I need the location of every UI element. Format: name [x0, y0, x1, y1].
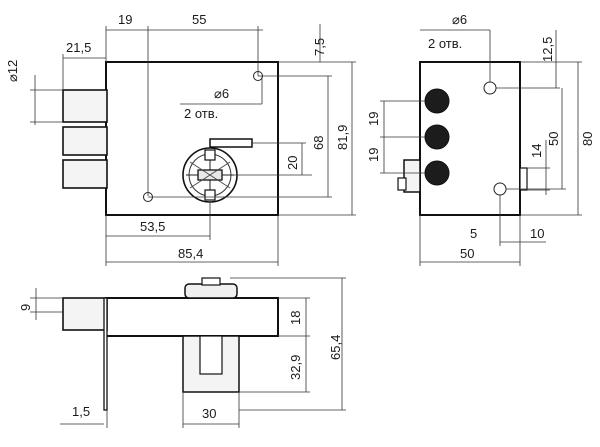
front-dim-bolt-diameter: ⌀12	[5, 60, 20, 82]
side-dim-12-5: 12,5	[540, 37, 555, 62]
bottom-dim-30: 30	[202, 406, 216, 421]
front-view: 19 55 21,5 ⌀12 7,5 ⌀6 2 отв. 20 68 81,9 …	[5, 12, 356, 266]
side-bolt-end-middle	[424, 124, 450, 150]
bottom-lock-body	[105, 297, 279, 337]
front-dim-68: 68	[311, 136, 326, 150]
side-bolt-end-bottom	[424, 160, 450, 186]
bottom-cylinder-body	[182, 335, 240, 393]
side-dim-80: 80	[580, 132, 595, 146]
side-dim-10: 10	[530, 226, 544, 241]
side-bolt-end-top	[424, 88, 450, 114]
bottom-mount-plate	[103, 297, 108, 411]
side-dim-50-width: 50	[460, 246, 474, 261]
bottom-dim-32-9: 32,9	[288, 355, 303, 380]
side-cylinder-protrusion	[397, 159, 421, 193]
bottom-view: 9 18 65,4 32,9 1,5 30	[18, 277, 346, 428]
bottom-dim-65-4: 65,4	[328, 335, 343, 360]
front-dim-85-4: 85,4	[178, 246, 203, 261]
front-dim-holes-count: 2 отв.	[184, 106, 218, 121]
side-dim-14: 14	[529, 144, 544, 158]
front-key-cylinder	[182, 147, 238, 203]
front-dimension-lines	[30, 24, 356, 266]
front-dim-53-5: 53,5	[140, 219, 165, 234]
bottom-dim-1-5: 1,5	[72, 404, 90, 419]
front-dim-21-5: 21,5	[66, 40, 91, 55]
bottom-cylinder-head	[184, 277, 238, 299]
front-bolt-bottom	[62, 159, 108, 189]
side-rear-lug	[519, 167, 528, 191]
side-dim-holes-count: 2 отв.	[428, 36, 462, 51]
front-dim-hole-diameter: ⌀6	[214, 86, 229, 101]
front-dim-81-9: 81,9	[335, 125, 350, 150]
bottom-bolt	[62, 297, 108, 331]
bottom-dim-18: 18	[288, 311, 303, 325]
front-dim-55: 55	[192, 12, 206, 27]
front-dim-20: 20	[285, 156, 300, 170]
bottom-dim-9: 9	[18, 304, 33, 311]
side-dim-19-top: 19	[366, 112, 381, 126]
front-bolt-middle	[62, 126, 108, 156]
side-view: ⌀6 2 отв. 12,5 19 19 14 50 80 5 10 50	[366, 12, 595, 266]
front-dim-19: 19	[118, 12, 132, 27]
side-dim-19-bottom: 19	[366, 148, 381, 162]
front-bolt-top	[62, 89, 108, 123]
side-dim-50-height: 50	[546, 132, 561, 146]
front-handle-lever	[209, 138, 253, 148]
side-dim-5: 5	[470, 226, 477, 241]
front-dim-7-5: 7,5	[312, 38, 327, 56]
side-dim-hole-diameter: ⌀6	[452, 12, 467, 27]
side-dimension-lines	[380, 29, 582, 266]
bottom-dimension-lines	[30, 277, 346, 428]
